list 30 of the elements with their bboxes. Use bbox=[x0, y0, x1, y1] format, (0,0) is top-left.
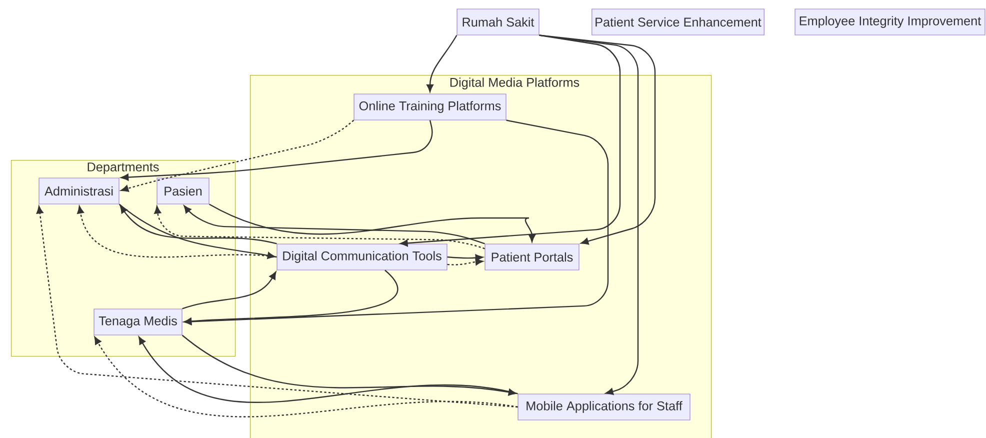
arrow bbox=[120, 120, 433, 181]
arrow bbox=[184, 270, 398, 325]
process-box: Employee Integrity Improvement bbox=[794, 8, 986, 36]
arrow bbox=[138, 336, 518, 403]
process-box: Online Training Platforms bbox=[354, 94, 506, 120]
arrow bbox=[182, 334, 516, 396]
arrow bbox=[154, 206, 485, 250]
arrow bbox=[77, 206, 277, 258]
arrow bbox=[447, 254, 484, 262]
process-box: Patient Portals bbox=[484, 244, 580, 270]
process-box: Digital Communication Tools bbox=[276, 244, 448, 270]
arrow bbox=[120, 205, 277, 244]
arrow bbox=[182, 272, 276, 310]
arrow bbox=[539, 34, 639, 395]
arrow bbox=[209, 204, 536, 242]
process-box: Mobile Applications for Staff bbox=[518, 394, 690, 420]
arrow bbox=[447, 258, 484, 266]
arrow bbox=[36, 206, 518, 408]
process-box: Administrasi bbox=[38, 178, 120, 204]
arrow bbox=[184, 120, 609, 326]
arrow bbox=[118, 204, 276, 259]
arrow bbox=[94, 336, 518, 418]
process-box: Tenaga Medis bbox=[94, 308, 182, 336]
arrow bbox=[184, 205, 485, 244]
arrow bbox=[120, 120, 354, 192]
process-box: Pasien bbox=[156, 178, 210, 204]
arrow bbox=[426, 34, 458, 92]
arrow bbox=[400, 34, 621, 247]
process-box: Patient Service Enhancement bbox=[592, 8, 764, 36]
process-box: Rumah Sakit bbox=[456, 8, 540, 36]
